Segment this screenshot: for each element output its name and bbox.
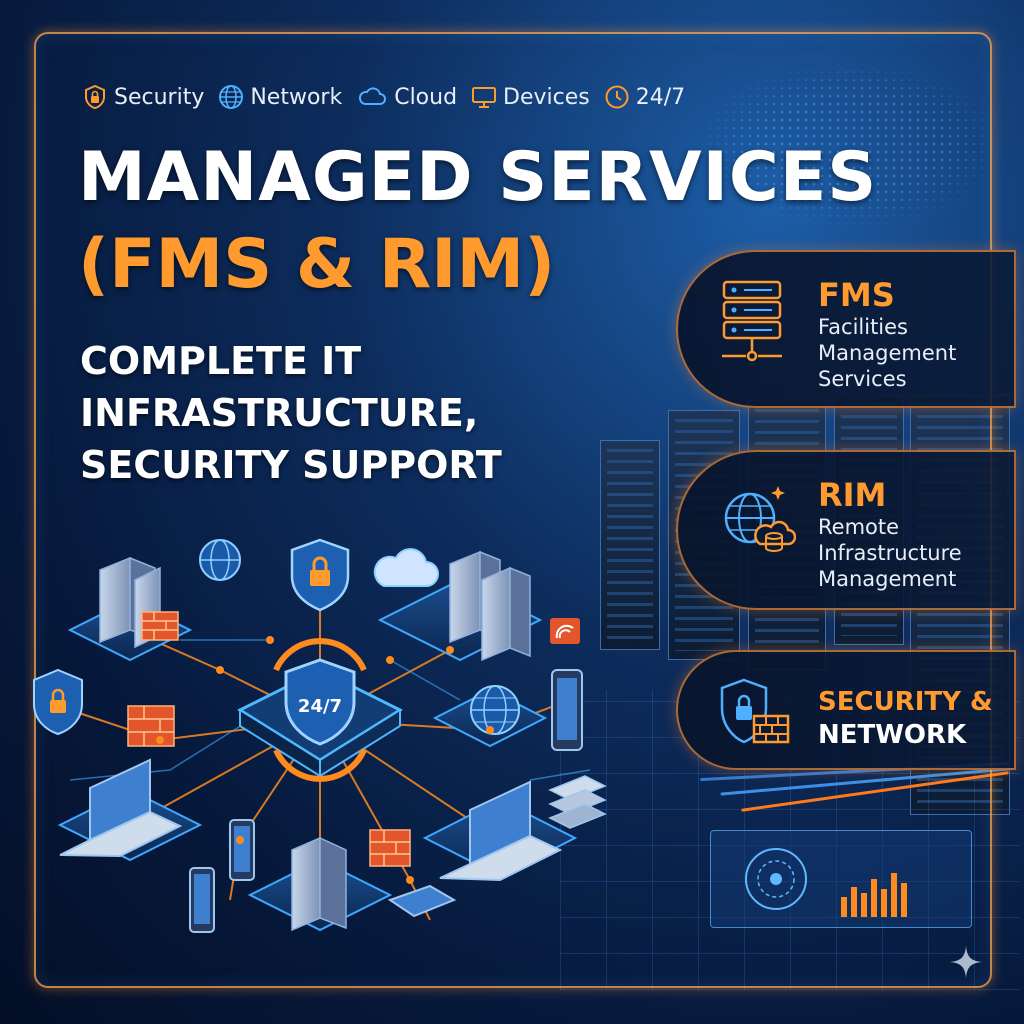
service-card-rim: RIM Remote Infrastructure Management — [676, 450, 1016, 610]
server-stack-icon — [291, 836, 347, 932]
category-label: Network — [250, 84, 343, 110]
padlock-shield-icon — [85, 84, 105, 110]
wifi-icon — [550, 618, 580, 644]
service-description: Remote Infrastructure Management — [818, 515, 962, 591]
hub-label: 24/7 — [298, 696, 342, 717]
service-card-fms: FMS Facilities Management Services — [676, 250, 1016, 408]
network-diagram: 24/7 — [33, 538, 607, 933]
service-card-security-network: SECURITY & NETWORK — [676, 650, 1016, 770]
category-label: Security — [114, 84, 205, 110]
shield-lock-icon — [33, 668, 83, 736]
tablet-icon — [387, 884, 457, 918]
smartphone-icon — [189, 867, 215, 933]
central-hub: 24/7 — [236, 638, 404, 782]
cloud-icon — [373, 548, 439, 587]
service-heading-line1: SECURITY & — [818, 687, 993, 717]
world-map-dots — [690, 60, 1010, 230]
category-network: Network — [218, 84, 342, 110]
laptop-icon — [439, 780, 563, 882]
smartphone-icon — [229, 819, 255, 881]
monitor-icon — [472, 87, 497, 108]
server-stack-icon — [449, 550, 531, 662]
category-24-7: 24/7 — [604, 84, 685, 110]
category-security: Security — [82, 84, 204, 110]
service-heading: FMS — [818, 276, 895, 314]
service-heading-line2: NETWORK — [818, 720, 967, 750]
server-stack-icon — [722, 280, 782, 362]
clock-icon — [605, 85, 629, 109]
category-row: Security Network Cloud Device — [82, 84, 699, 110]
main-title-acronyms: (FMS & RIM) — [78, 225, 556, 304]
service-heading: SECURITY & NETWORK — [818, 686, 993, 752]
firewall-icon — [141, 611, 179, 641]
holographic-dashboard-panel — [710, 830, 972, 928]
subtitle: COMPLETE IT INFRASTRUCTURE, SECURITY SUP… — [80, 339, 502, 487]
network-nodes — [156, 636, 494, 884]
sparkle-icon — [950, 946, 982, 978]
cloud-icon — [359, 87, 387, 105]
main-title: MANAGED SERVICES — [78, 138, 878, 217]
server-rack — [600, 440, 660, 650]
category-devices: Devices — [471, 84, 590, 110]
shield-firewall-icon — [720, 678, 790, 744]
category-cloud: Cloud — [356, 84, 457, 110]
storage-stack-icon — [548, 775, 607, 829]
globe-icon — [470, 685, 520, 735]
category-label: 24/7 — [635, 84, 686, 110]
service-description: Facilities Management Services — [818, 315, 957, 391]
firewall-icon — [369, 829, 411, 867]
globe-database-icon — [724, 486, 796, 552]
firewall-icon — [127, 705, 175, 747]
category-label: Cloud — [394, 84, 458, 110]
smartphone-icon — [551, 669, 583, 751]
service-heading: RIM — [818, 476, 887, 514]
category-label: Devices — [503, 84, 590, 110]
globe-icon — [199, 539, 241, 581]
laptop-icon — [59, 758, 183, 858]
globe-icon — [219, 85, 244, 109]
shield-lock-icon — [290, 538, 350, 612]
